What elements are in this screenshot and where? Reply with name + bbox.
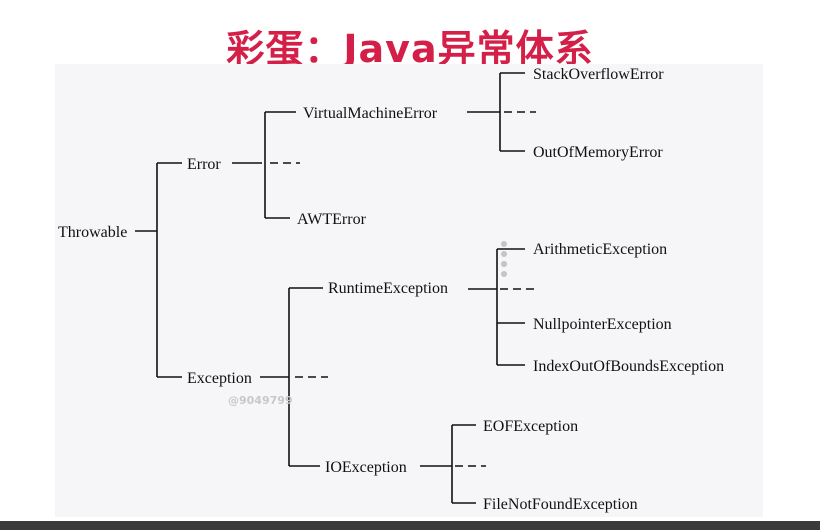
node-nullpointer-exception: NullpointerException — [533, 316, 672, 333]
node-file-not-found-exception: FileNotFoundException — [483, 496, 638, 513]
bottom-bar — [0, 521, 820, 530]
node-awt-error: AWTError — [297, 211, 367, 228]
node-throwable: Throwable — [58, 224, 127, 241]
node-io-exception: IOException — [325, 459, 407, 476]
node-stack-overflow-error: StackOverflowError — [533, 66, 664, 83]
node-runtime-exception: RuntimeException — [328, 280, 448, 297]
slide-title: 彩蛋：Java异常体系 — [226, 27, 594, 71]
node-out-of-memory-error: OutOfMemoryError — [533, 144, 663, 161]
node-exception: Exception — [187, 370, 252, 387]
connector-lines — [135, 72, 536, 504]
node-virtual-machine-error: VirtualMachineError — [303, 105, 438, 122]
node-error: Error — [187, 156, 221, 173]
scroll-dots — [501, 241, 507, 277]
node-arithmetic-exception: ArithmeticException — [533, 241, 667, 258]
watermark: @9049799 — [228, 394, 293, 407]
diagram-panel — [55, 64, 763, 517]
node-eof-exception: EOFException — [483, 418, 578, 435]
node-index-out-of-bounds-exception: IndexOutOfBoundsException — [533, 358, 724, 375]
